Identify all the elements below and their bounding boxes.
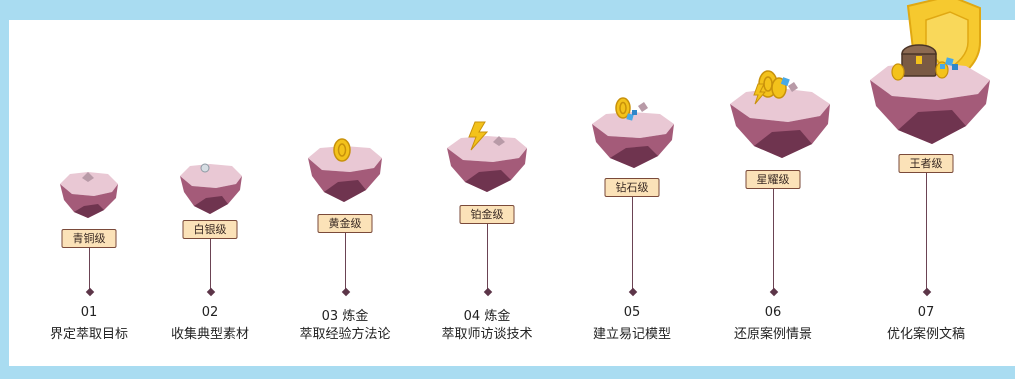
level-badge: 黄金级 [317,214,373,233]
step-number: 04 炼金 [463,309,511,324]
level-badge: 王者级 [898,154,954,173]
step-title: 萃取师访谈技术 [441,327,533,342]
step-title: 优化案例文稿 [886,327,966,342]
level-badge: 白银级 [182,220,238,239]
connector-line [345,233,346,292]
step-title: 萃取经验方法论 [299,327,391,342]
frame-border-bottom [0,366,1015,379]
gold-coin-icon [333,138,351,162]
step-number: 01 [80,305,98,320]
floating-island [870,0,990,144]
step-number: 06 [764,305,782,320]
connector-line [773,189,774,292]
connector-diamond [85,287,94,297]
step-number: 02 [201,305,219,320]
connector-line [632,197,633,292]
connector-line [210,239,211,292]
connector-line [487,224,488,292]
connector-diamond [341,287,350,297]
floating-island [592,97,674,168]
frame-border-top [0,0,1015,20]
stone-icon [82,172,94,182]
step-title: 还原案例情景 [733,327,813,342]
floating-island [308,138,382,202]
step-title: 界定萃取目标 [49,327,129,342]
connector-line [89,248,90,292]
level-badge: 星耀级 [745,170,801,189]
connector-diamond [628,287,637,297]
connector-diamond [769,287,778,297]
level-badge: 铂金级 [459,205,515,224]
floating-island [447,121,527,192]
step-title: 建立易记模型 [592,327,672,342]
floating-island [60,172,118,218]
lightning-icon [468,121,489,151]
connector-line [926,173,927,292]
step-number: 05 [623,305,641,320]
silver-coin-icon [200,163,210,173]
step-number: 07 [917,305,935,320]
treasure-chest-shield-icon [891,44,958,81]
floating-island [730,70,830,158]
connector-diamond [483,287,492,297]
step-number: 03 炼金 [321,309,369,324]
coins-and-gems-icon [615,97,648,121]
level-badge: 青铜级 [61,229,117,248]
step-title: 收集典型素材 [170,327,250,342]
floating-island [180,163,242,214]
connector-diamond [922,287,931,297]
connector-diamond [206,287,215,297]
coins-gems-lightning-icon [753,70,798,105]
frame-border-left [0,0,9,379]
level-badge: 钻石级 [604,178,660,197]
